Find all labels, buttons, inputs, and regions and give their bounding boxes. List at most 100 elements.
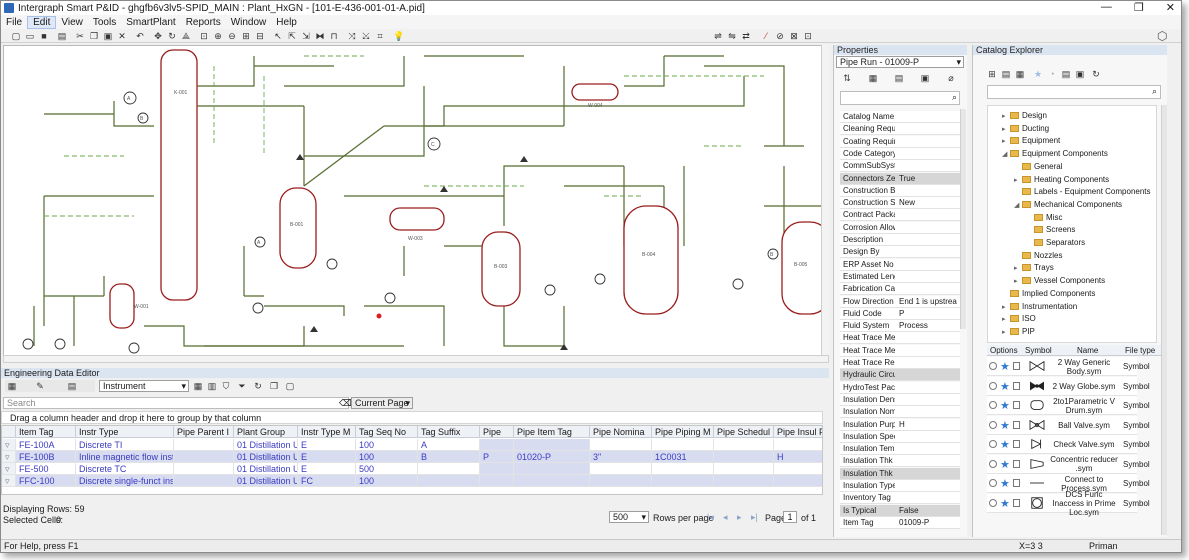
favorite-icon[interactable]: ★ <box>1000 419 1010 432</box>
property-row[interactable]: Hydraulic Circuit <box>840 369 960 382</box>
filter-icon[interactable]: ⛉ <box>222 381 230 391</box>
property-row[interactable]: Contract Package <box>840 209 960 222</box>
tree-node[interactable]: Nozzles <box>1014 250 1062 262</box>
catalog-search-input[interactable]: ⌕ <box>987 85 1161 99</box>
grid-cell[interactable]: E <box>298 451 356 463</box>
help-bulb-icon[interactable]: 💡 <box>393 31 405 41</box>
grid-cell[interactable] <box>590 475 652 487</box>
save-icon[interactable]: ■ <box>41 31 47 41</box>
drawing-vertical-scrollbar[interactable] <box>821 45 829 355</box>
favorite-icon[interactable]: ★ <box>1000 497 1010 510</box>
grid-cell[interactable] <box>590 463 652 475</box>
property-row[interactable]: Insulation Nomin <box>840 406 960 419</box>
property-row[interactable]: Estimated Length <box>840 270 960 283</box>
rows-per-page-select[interactable]: 500 <box>609 511 649 523</box>
property-value[interactable]: Process <box>899 321 928 331</box>
property-row[interactable]: Construction By <box>840 184 960 197</box>
catalog-properties-icon[interactable]: ▤ <box>1061 69 1071 79</box>
col-pipe-item-tag[interactable]: Pipe Item Tag <box>514 426 590 438</box>
grid-cell[interactable] <box>418 475 480 487</box>
run3-icon[interactable]: ⇄ <box>742 31 750 41</box>
grid-cell[interactable]: 01 Distillation Unit <box>234 451 298 463</box>
property-row[interactable]: Design By <box>840 246 960 259</box>
row-selector[interactable]: ▿ <box>2 475 16 487</box>
col-pipe[interactable]: Pipe <box>480 426 514 438</box>
row-selector[interactable]: ▿ <box>2 439 16 451</box>
col-tag-suffix[interactable]: Tag Suffix <box>418 426 480 438</box>
col-plant-group[interactable]: Plant Group <box>234 426 298 438</box>
grid-cell[interactable]: 01 Distillation Unit <box>234 463 298 475</box>
grid-cell[interactable] <box>480 475 514 487</box>
col-name[interactable]: Name <box>1077 346 1099 355</box>
grid-cell[interactable]: 01 Distillation Unit <box>234 439 298 451</box>
options-icon[interactable] <box>989 420 997 429</box>
property-value[interactable]: False <box>899 505 919 515</box>
grid-cell[interactable]: P <box>480 451 514 463</box>
options-icon[interactable] <box>989 362 997 370</box>
grid-cell[interactable]: Discrete single-funct instr <box>76 475 174 487</box>
grid-cell[interactable] <box>714 463 774 475</box>
maximize-button[interactable]: ❐ <box>1133 2 1144 14</box>
edit-pencil-icon[interactable]: ✎ <box>36 381 44 391</box>
label-icon[interactable]: ⊠ <box>790 31 798 41</box>
grid-cell[interactable]: 01020-P <box>514 451 590 463</box>
menu-file[interactable]: File <box>6 16 23 28</box>
tree-node[interactable]: ◢Equipment Components <box>1002 148 1108 160</box>
property-row[interactable]: Heat Trace Requi <box>840 357 960 369</box>
property-row[interactable]: Construction StatNew <box>840 197 960 210</box>
tree-node[interactable]: Implied Components <box>1002 288 1095 300</box>
tag-icon[interactable] <box>1013 362 1020 370</box>
grid-cell[interactable] <box>774 439 822 451</box>
property-row[interactable]: ERP Asset No <box>840 258 960 271</box>
catalog-scrollbar[interactable] <box>1161 105 1167 535</box>
col-instr-type[interactable]: Instr Type <box>76 426 174 438</box>
row-selector[interactable]: ▿ <box>2 463 16 475</box>
zoom-in-icon[interactable]: ⊕ <box>214 31 222 41</box>
refresh-icon[interactable]: ↻ <box>254 381 262 391</box>
grid-cell[interactable] <box>174 463 234 475</box>
menu-smartplant[interactable]: SmartPlant <box>126 16 176 28</box>
col-tag-seq-no[interactable]: Tag Seq No <box>356 426 418 438</box>
grid-cell[interactable]: Discrete TC <box>76 463 174 475</box>
search-clear-icon[interactable]: ⌫ <box>339 398 352 408</box>
grid-cell[interactable] <box>174 439 234 451</box>
property-row[interactable]: Fabrication Categ <box>840 283 960 296</box>
grid-cell[interactable] <box>514 439 590 451</box>
grid-view-icon[interactable]: ▦ <box>7 381 17 391</box>
menu-window[interactable]: Window <box>230 16 267 28</box>
property-value[interactable]: P <box>899 308 905 318</box>
favorite-icon[interactable]: ★ <box>1000 458 1010 471</box>
delete-icon[interactable]: ✕ <box>118 31 126 41</box>
catalog-preview-icon[interactable]: ▣ <box>1075 69 1085 79</box>
grid-cell[interactable] <box>174 475 234 487</box>
first-page-icon[interactable]: |◂ <box>707 512 714 522</box>
expander-icon[interactable]: ◢ <box>1014 201 1020 209</box>
copy-rows-icon[interactable]: ❐ <box>269 381 279 391</box>
line-icon[interactable]: ⊘ <box>776 31 784 41</box>
options-icon[interactable] <box>989 498 997 507</box>
run-icon[interactable]: ⇌ <box>714 31 722 41</box>
route-icon[interactable]: ⁄ <box>765 31 767 41</box>
property-row[interactable]: Corrosion Allowa <box>840 221 960 234</box>
join-icon[interactable]: ⤩ <box>362 31 370 41</box>
copy-icon[interactable]: ❐ <box>89 31 99 41</box>
grid-cell[interactable]: FE-100B <box>16 451 76 463</box>
grid-cell[interactable]: 100 <box>356 475 418 487</box>
expander-icon[interactable]: ▸ <box>1014 265 1018 273</box>
property-row[interactable]: Coating Requiremen <box>840 135 960 148</box>
expander-icon[interactable]: ▸ <box>1014 176 1018 184</box>
expander-icon[interactable]: ▸ <box>1002 113 1006 120</box>
funnel-icon[interactable]: ⏷ <box>238 381 246 391</box>
prev-page-icon[interactable]: ◂ <box>723 512 728 522</box>
tree-node[interactable]: Labels - Equipment Components <box>1014 186 1151 198</box>
properties-search-input[interactable]: ⌕ <box>840 91 960 105</box>
tag-icon[interactable] <box>1013 498 1020 507</box>
grid-cell[interactable] <box>480 463 514 475</box>
align-icon[interactable]: ⊓ <box>330 31 338 41</box>
search-input[interactable]: Search <box>3 397 349 409</box>
grid-cell[interactable] <box>514 463 590 475</box>
